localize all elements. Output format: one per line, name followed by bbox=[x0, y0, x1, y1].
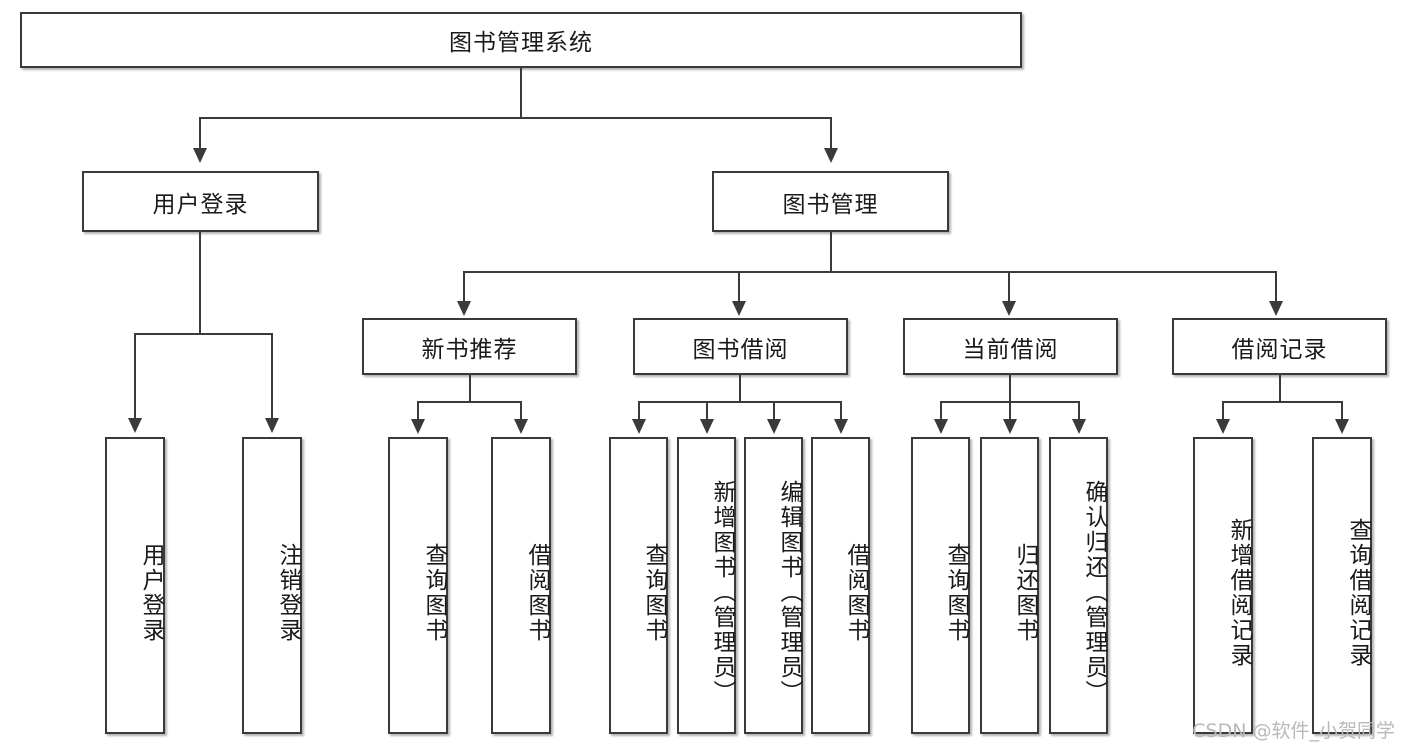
node-label: 编辑图书（管理员） bbox=[776, 480, 802, 705]
leaf-current-borrow-confirm[interactable]: 确认归还（管理员） bbox=[1049, 437, 1108, 734]
connector-root-to-user-login bbox=[199, 117, 201, 150]
connector-book-mgmt-drop-3 bbox=[1008, 271, 1010, 303]
arrow-current-borrow-leaf-3 bbox=[1072, 419, 1086, 434]
connector-current-borrow-drop-1 bbox=[940, 401, 942, 421]
node-label: 新书推荐 bbox=[421, 336, 518, 363]
leaf-user-login-login[interactable]: 用户登录 bbox=[105, 437, 165, 734]
arrow-book-mgmt-child-3 bbox=[1002, 301, 1016, 316]
connector-user-login-bus bbox=[134, 333, 272, 335]
connector-current-borrow-stem bbox=[1009, 375, 1011, 402]
node-book-borrow[interactable]: 图书借阅 bbox=[633, 318, 848, 375]
arrow-book-borrow-leaf-2 bbox=[700, 419, 714, 434]
node-label: 查询图书 bbox=[943, 542, 969, 643]
leaf-current-borrow-return[interactable]: 归还图书 bbox=[980, 437, 1039, 734]
arrow-new-book-leaf-1 bbox=[411, 419, 425, 434]
leaf-borrow-record-add[interactable]: 新增借阅记录 bbox=[1193, 437, 1253, 734]
arrow-book-mgmt-child-2 bbox=[732, 301, 746, 316]
leaf-book-borrow-add[interactable]: 新增图书（管理员） bbox=[677, 437, 736, 734]
node-book-management[interactable]: 图书管理 bbox=[712, 171, 949, 232]
arrow-borrow-record-leaf-2 bbox=[1335, 419, 1349, 434]
node-label: 查询图书 bbox=[641, 542, 667, 643]
arrow-book-mgmt-child-1 bbox=[457, 301, 471, 316]
connector-book-borrow-stem bbox=[739, 375, 741, 402]
connector-root-to-book-mgmt bbox=[830, 117, 832, 150]
leaf-book-borrow-edit[interactable]: 编辑图书（管理员） bbox=[744, 437, 803, 734]
connector-new-book-stem bbox=[469, 375, 471, 402]
arrow-current-borrow-leaf-1 bbox=[934, 419, 948, 434]
node-label: 借阅图书 bbox=[524, 542, 550, 643]
node-label: 借阅记录 bbox=[1231, 336, 1328, 363]
connector-book-borrow-drop-2 bbox=[706, 401, 708, 421]
node-label: 当前借阅 bbox=[962, 336, 1059, 363]
connector-new-book-drop-2 bbox=[520, 401, 522, 421]
leaf-new-book-borrow[interactable]: 借阅图书 bbox=[491, 437, 551, 734]
leaf-book-borrow-query[interactable]: 查询图书 bbox=[609, 437, 668, 734]
node-current-borrow[interactable]: 当前借阅 bbox=[903, 318, 1118, 375]
connector-new-book-drop-1 bbox=[417, 401, 419, 421]
node-label: 注销登录 bbox=[275, 542, 301, 643]
arrow-current-borrow-leaf-2 bbox=[1003, 419, 1017, 434]
leaf-borrow-record-query[interactable]: 查询借阅记录 bbox=[1312, 437, 1372, 734]
arrow-user-login-leaf-1 bbox=[128, 418, 142, 433]
arrow-root-to-user-login bbox=[193, 148, 207, 163]
connector-new-book-bus bbox=[417, 401, 522, 403]
connector-borrow-record-drop-1 bbox=[1222, 401, 1224, 421]
node-label: 新增图书（管理员） bbox=[709, 480, 735, 705]
connector-borrow-record-bus bbox=[1222, 401, 1342, 403]
connector-book-mgmt-stem bbox=[830, 232, 832, 272]
arrow-book-borrow-leaf-3 bbox=[767, 419, 781, 434]
node-label: 借阅图书 bbox=[843, 542, 869, 643]
leaf-current-borrow-query[interactable]: 查询图书 bbox=[911, 437, 970, 734]
connector-book-borrow-drop-4 bbox=[840, 401, 842, 421]
leaf-user-login-logout[interactable]: 注销登录 bbox=[242, 437, 302, 734]
connector-book-mgmt-drop-2 bbox=[738, 271, 740, 303]
node-label: 图书借阅 bbox=[692, 336, 789, 363]
node-new-book-recommend[interactable]: 新书推荐 bbox=[362, 318, 577, 375]
node-label: 用户登录 bbox=[152, 191, 249, 218]
node-label: 图书管理系统 bbox=[449, 30, 593, 56]
node-label: 查询借阅记录 bbox=[1345, 517, 1371, 668]
node-label: 确认归还（管理员） bbox=[1081, 480, 1107, 705]
connector-book-mgmt-drop-1 bbox=[463, 271, 465, 303]
leaf-new-book-query[interactable]: 查询图书 bbox=[388, 437, 448, 734]
arrow-user-login-leaf-2 bbox=[265, 418, 279, 433]
node-borrow-record[interactable]: 借阅记录 bbox=[1172, 318, 1387, 375]
node-label: 图书管理 bbox=[782, 191, 879, 218]
arrow-book-mgmt-child-4 bbox=[1269, 301, 1283, 316]
connector-book-borrow-bus bbox=[638, 401, 842, 403]
arrow-root-to-book-mgmt bbox=[824, 148, 838, 163]
node-user-login[interactable]: 用户登录 bbox=[82, 171, 319, 232]
node-label: 新增借阅记录 bbox=[1226, 517, 1252, 668]
connector-root-bus bbox=[199, 117, 832, 119]
connector-user-login-drop-2 bbox=[271, 333, 273, 420]
connector-root-stem bbox=[520, 68, 522, 118]
arrow-book-borrow-leaf-4 bbox=[834, 419, 848, 434]
connector-book-mgmt-drop-4 bbox=[1275, 271, 1277, 303]
arrow-new-book-leaf-2 bbox=[514, 419, 528, 434]
connector-book-borrow-drop-1 bbox=[638, 401, 640, 421]
node-label: 归还图书 bbox=[1012, 542, 1038, 643]
connector-book-borrow-drop-3 bbox=[773, 401, 775, 421]
node-label: 用户登录 bbox=[138, 542, 164, 643]
connector-current-borrow-drop-2 bbox=[1009, 401, 1011, 421]
arrow-book-borrow-leaf-1 bbox=[632, 419, 646, 434]
connector-user-login-stem bbox=[199, 232, 201, 334]
connector-book-mgmt-bus bbox=[463, 271, 1276, 273]
node-label: 查询图书 bbox=[421, 542, 447, 643]
connector-borrow-record-drop-2 bbox=[1341, 401, 1343, 421]
arrow-borrow-record-leaf-1 bbox=[1216, 419, 1230, 434]
connector-user-login-drop-1 bbox=[134, 333, 136, 420]
connector-borrow-record-stem bbox=[1279, 375, 1281, 402]
connector-current-borrow-drop-3 bbox=[1078, 401, 1080, 421]
leaf-book-borrow-borrow[interactable]: 借阅图书 bbox=[811, 437, 870, 734]
node-root-system[interactable]: 图书管理系统 bbox=[20, 12, 1022, 68]
